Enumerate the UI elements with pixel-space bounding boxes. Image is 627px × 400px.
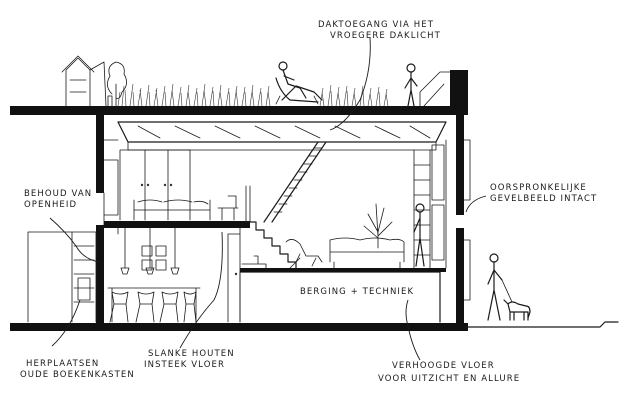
dining-chairs: [109, 291, 197, 323]
skylight-frame: [117, 121, 447, 151]
wall-pictures: [141, 245, 167, 271]
kitchen-unit: [227, 233, 267, 323]
label-bookcases-line2: OUDE BOEKENKASTEN: [20, 370, 135, 380]
person-walking-icon: [487, 253, 513, 321]
leader-raised-floor: [405, 299, 421, 361]
leader-facade: [465, 195, 487, 213]
label-facade-line2: GEVELBEELD INTACT: [490, 194, 597, 204]
roof-slab: [10, 106, 468, 115]
staircase: [245, 185, 297, 269]
label-roof-access-line1: DAKTOEGANG VIA HET: [318, 20, 434, 30]
mezzanine-floor: [104, 221, 250, 235]
right-wall: [450, 70, 468, 325]
label-openness-line2: OPENHEID: [24, 200, 77, 210]
person-standing-roof-icon: [404, 63, 418, 107]
label-raised-floor-line2: VOOR UITZICHT EN ALLURE: [378, 374, 520, 384]
leader-bookcases: [51, 299, 81, 347]
roof-garden: [117, 83, 389, 107]
person-lounging-icon: [275, 61, 323, 105]
left-upper-window: [103, 159, 119, 216]
leader-openness: [49, 217, 101, 263]
label-openness-line1: BEHOUD VAN: [24, 189, 92, 199]
ground-slab: [10, 321, 619, 331]
left-bookcase: [27, 231, 97, 323]
label-roof-access-line2: VROEGERE DAKLICHT: [330, 31, 441, 41]
dining-pendants: [120, 227, 180, 275]
right-bookcase: [413, 139, 447, 269]
label-bookcases-line1: HERPLAATSEN: [26, 359, 99, 369]
label-storage: BERGING + TECHNIEK: [300, 287, 414, 297]
dog-icon: [503, 299, 531, 321]
facade-detail: [463, 139, 471, 301]
mezzanine-desk: [217, 195, 239, 221]
label-raised-floor-line1: VERHOOGDE VLOER: [392, 361, 495, 371]
roof-railing: [419, 71, 451, 107]
label-facade-line1: OORSPRONKELIJKE: [490, 183, 587, 193]
label-mezzanine-line1: SLANKE HOUTEN: [148, 349, 235, 359]
mezzanine-wardrobe: [119, 149, 191, 221]
roof-ladder: [263, 141, 327, 223]
roof-tree: [107, 61, 127, 107]
living-sofa: [329, 237, 405, 269]
lounge-chair: [285, 239, 323, 269]
person-living-icon: [413, 203, 425, 267]
living-plant: [363, 203, 393, 249]
roof-shed: [61, 55, 107, 107]
leader-roof-access: [329, 37, 371, 131]
left-wall: [96, 115, 119, 325]
leader-mezzanine: [179, 231, 223, 349]
label-mezzanine-line2: INSTEEK VLOER: [144, 360, 225, 370]
